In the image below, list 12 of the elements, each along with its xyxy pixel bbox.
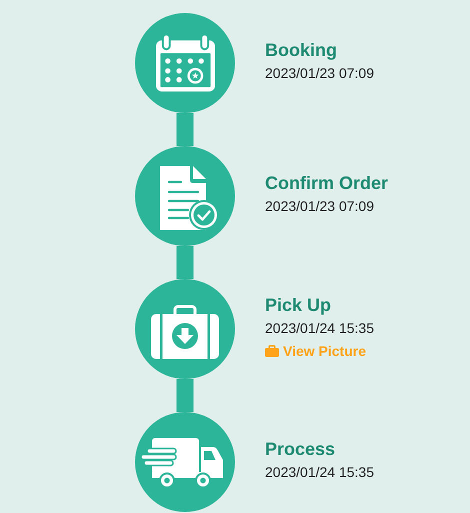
view-picture-link: View Picture	[265, 340, 366, 360]
connector-bar	[176, 113, 194, 146]
step-timestamp: 2023/01/23 07:09	[265, 64, 374, 83]
step-title: Process	[265, 438, 336, 460]
step-timestamp: 2023/01/24 15:35	[265, 318, 374, 338]
step-title: Booking	[265, 39, 337, 61]
step-title: Confirm Order	[265, 172, 388, 194]
step-timestamp: 2023/01/24 15:35	[265, 463, 374, 482]
step-timestamp: 2023/01/23 07:09	[265, 197, 374, 216]
connector-bar	[176, 246, 194, 279]
step-title: Pick Up	[265, 294, 332, 316]
connector-bar	[176, 379, 194, 412]
